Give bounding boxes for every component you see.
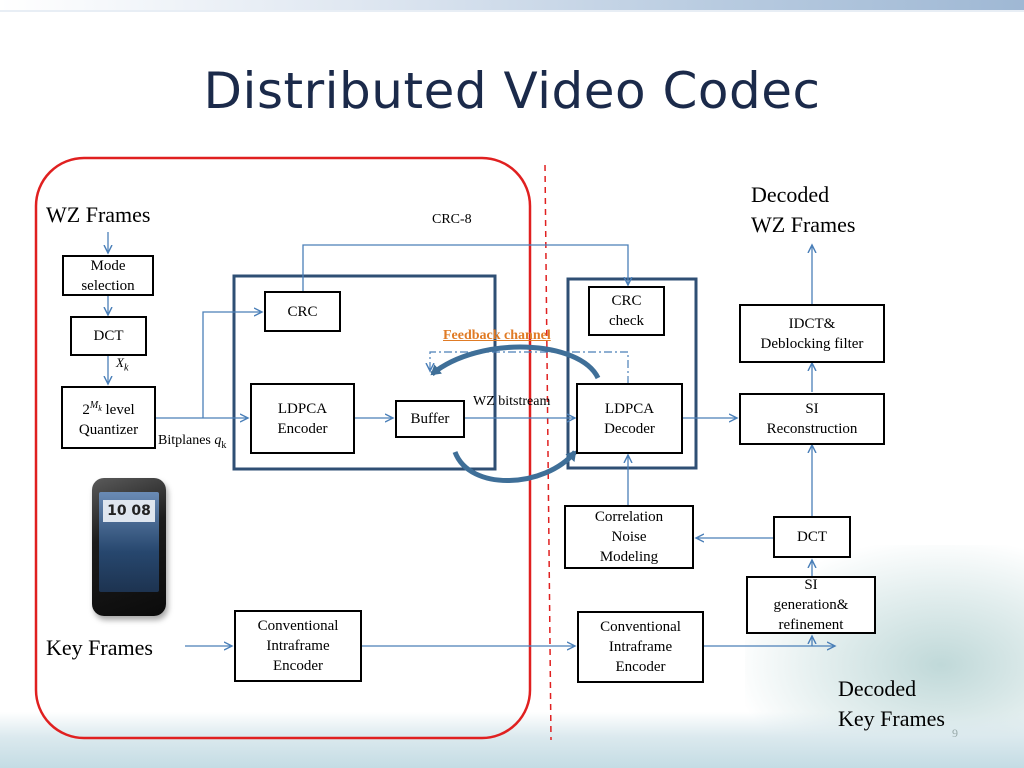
feedback-line xyxy=(430,351,629,384)
page-number: 9 xyxy=(952,726,958,740)
quantizer-block: 2Mk level Quantizer xyxy=(61,386,156,449)
feedback-curve-down xyxy=(452,450,577,483)
correlation-noise-block: Correlation Noise Modeling xyxy=(564,505,694,569)
quantizer-line1: 2Mk level xyxy=(82,399,135,418)
wz-frames-label: WZ Frames xyxy=(46,202,151,227)
decoded-key-frames-label: Decoded Key Frames xyxy=(838,676,945,731)
bitplanes-label: Bitplanes qk xyxy=(158,433,227,451)
dct-decoder-block: DCT xyxy=(773,516,851,558)
quantizer-line2: Quantizer xyxy=(78,421,139,438)
arrow-crc8 xyxy=(302,244,628,291)
phone-screen: 10 08 xyxy=(99,492,159,592)
dct-encoder-block: DCT xyxy=(70,316,147,356)
crc-check-block: CRC check xyxy=(588,286,665,336)
feedback-channel-label: Feedback channel xyxy=(443,328,551,343)
xk-label: Xk xyxy=(116,355,129,374)
channel-divider xyxy=(544,164,552,741)
smartphone-image: 10 08 xyxy=(92,478,166,616)
phone-clock: 10 08 xyxy=(103,500,155,522)
decoded-wz-frames-label: Decoded WZ Frames xyxy=(751,182,856,237)
crc8-label: CRC-8 xyxy=(432,212,472,227)
wave-decoration xyxy=(0,712,1024,768)
top-accent-line xyxy=(0,10,1024,12)
ldpca-decoder-block: LDPCA Decoder xyxy=(576,383,683,454)
slide-title: Distributed Video Codec xyxy=(203,62,821,120)
ldpca-encoder-block: LDPCA Encoder xyxy=(250,383,355,454)
top-accent-bar xyxy=(0,0,1024,10)
encoder-outline xyxy=(34,156,532,740)
mode-selection-block: Mode selection xyxy=(62,255,154,296)
crc-block: CRC xyxy=(264,291,341,332)
conventional-encoder-left-block: Conventional Intraframe Encoder xyxy=(234,610,362,682)
ldpca-encoder-group xyxy=(232,274,497,471)
wz-bitstream-label: WZ bitstream xyxy=(473,394,551,409)
arrow-quant-to-crc xyxy=(202,312,262,418)
key-frames-label: Key Frames xyxy=(46,635,153,660)
si-generation-block: SI generation& refinement xyxy=(746,576,876,634)
feedback-curve-up xyxy=(430,344,601,380)
idct-deblocking-block: IDCT& Deblocking filter xyxy=(739,304,885,363)
si-reconstruction-block: SI Reconstruction xyxy=(739,393,885,445)
conventional-encoder-right-block: Conventional Intraframe Encoder xyxy=(577,611,704,683)
buffer-block: Buffer xyxy=(395,400,465,438)
